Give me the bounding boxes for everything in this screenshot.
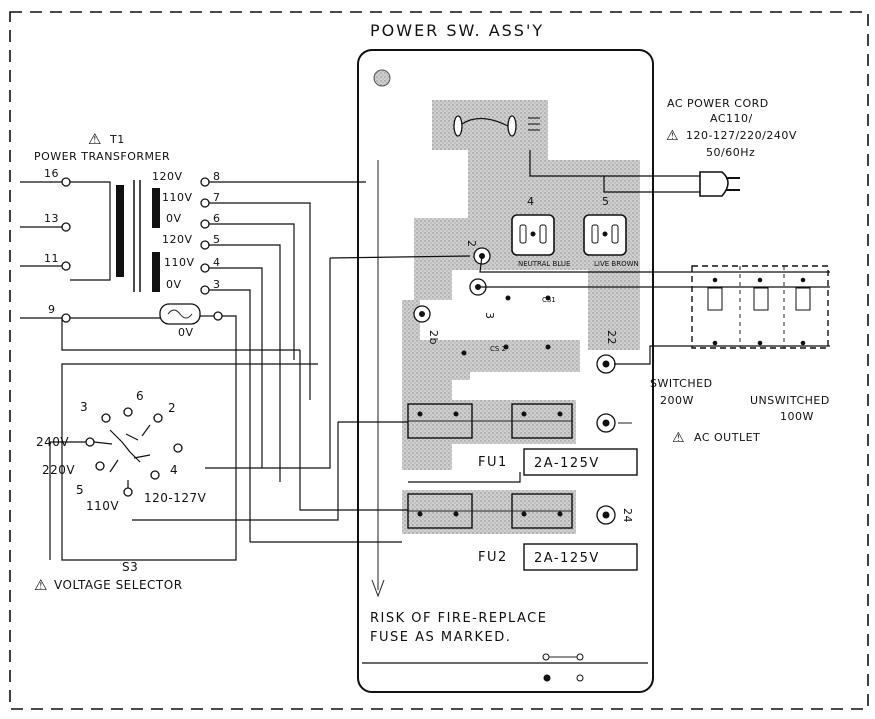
transformer-ref: T1 (109, 133, 125, 146)
terminal-24-label: 24 (621, 508, 634, 523)
primary-pin-11: 11 (44, 252, 59, 265)
power-cord-line-2: AC110/ (710, 112, 753, 125)
wire-fuse-2-in (299, 350, 408, 511)
wire-tap-4 (209, 267, 263, 468)
selector-pos-3: 3 (80, 400, 88, 414)
tap-7-pin: 7 (213, 191, 221, 204)
outer-dashed-border (9, 11, 869, 710)
power-switch-icon (453, 115, 540, 137)
tap-8-pin: 8 (213, 170, 221, 183)
wire-to-terminal-2 (329, 255, 471, 259)
tap-5-voltage: 120V (162, 233, 193, 246)
fuse-holder-1-icon (407, 403, 573, 439)
connector-4-label: 4 (527, 195, 535, 208)
power-cord-line-1: AC POWER CORD (667, 97, 769, 110)
ac-outlet-label: AC OUTLET (694, 431, 760, 444)
selector-warning-triangle-icon: ⚠ (34, 576, 47, 594)
terminal-22-label: 22 (605, 330, 618, 345)
terminal-2-label: 2 (465, 240, 478, 248)
selector-pos-6: 6 (136, 389, 144, 403)
fuse-1-ref: FU1 (478, 455, 508, 470)
switched-label: SWITCHED (650, 377, 713, 390)
selector-name: VOLTAGE SELECTOR (54, 578, 183, 592)
cs1-label: CS1 (542, 296, 556, 304)
tap-5-pin: 5 (213, 233, 221, 246)
switched-rating: 200W (660, 394, 694, 407)
wire-fu1 (408, 472, 521, 483)
fuse-2-rating: 2A-125V (534, 551, 600, 566)
wire-tap-7 (209, 202, 311, 400)
tap-6-voltage: 0V (166, 212, 182, 225)
wire-tap-5 (209, 244, 281, 482)
warning-line-1: RISK OF FIRE-REPLACE (370, 611, 547, 626)
primary-winding (20, 177, 300, 351)
secondary-winding-a (152, 188, 160, 228)
unswitched-rating: 100W (780, 410, 814, 423)
terminal-2b-label: 2b (427, 330, 440, 345)
cord-wire-1 (529, 150, 700, 177)
cord-warning-triangle-icon: ⚠ (666, 128, 679, 144)
fuse-2-ref: FU2 (478, 550, 508, 565)
tap-3-voltage: 0V (166, 278, 182, 291)
selector-pos-4: 4 (170, 463, 178, 477)
outlet-wire-1 (479, 255, 830, 273)
ac-outlet-block (691, 265, 829, 349)
tap-4-voltage: 110V (164, 256, 195, 269)
selector-pos-2: 2 (168, 401, 176, 415)
primary-pin-13: 13 (44, 212, 59, 225)
transformer-name: POWER TRANSFORMER (34, 150, 170, 163)
power-cord-line-3: 120-127/220/240V (686, 129, 797, 142)
connector-5-label: 5 (602, 195, 610, 208)
tap-3-pin: 3 (213, 278, 221, 291)
jumper-icon (542, 653, 584, 682)
warning-arrow-head-icon (371, 579, 385, 598)
thermal-fuse-icon (70, 303, 214, 325)
transformer-warning-triangle-icon: ⚠ (88, 130, 101, 148)
power-switch-board (357, 49, 654, 693)
tap-6-pin: 6 (213, 212, 221, 225)
primary-pin-16: 16 (44, 167, 59, 180)
mounting-hole-icon (373, 69, 391, 87)
wire-tap-3 (209, 289, 251, 542)
warning-line-2: FUSE AS MARKED. (370, 630, 511, 645)
wire-selector-top (61, 363, 318, 390)
secondary-winding-b (152, 252, 160, 292)
selector-120-127v: 120-127V (144, 491, 207, 505)
tap-7-voltage: 110V (162, 191, 193, 204)
power-cord-line-4: 50/60Hz (706, 146, 755, 159)
wire-thermal (61, 315, 237, 561)
selector-110v: 110V (86, 499, 119, 513)
outlet-wire-3 (614, 345, 830, 365)
selector-ref: S3 (122, 560, 138, 574)
ac-plug-icon (699, 171, 740, 197)
fuse-holder-2-icon (407, 493, 573, 529)
selector-pos-5: 5 (76, 483, 84, 497)
unswitched-label: UNSWITCHED (750, 394, 830, 407)
cord-wire-2 (603, 176, 700, 193)
primary-pin-9: 9 (48, 303, 56, 316)
tap-8-voltage: 120V (152, 170, 183, 183)
tap-4-pin: 4 (213, 256, 221, 269)
wire-fuse-1-sel (132, 422, 339, 521)
terminal-3-label: 3 (483, 312, 496, 320)
selector-240v: 240V (36, 435, 69, 449)
cs2-label: CS 2 (490, 345, 506, 353)
fuse-2-rating-box (523, 543, 638, 571)
pcb-copper (402, 100, 640, 534)
thermal-0v-label: 0V (178, 326, 194, 339)
wire-tap-6 (209, 223, 295, 360)
live-connector-icon (583, 214, 627, 256)
assembly-title: POWER SW. ASS'Y (370, 21, 544, 40)
neutral-connector-icon (511, 214, 555, 256)
fuse-1-rating: 2A-125V (534, 456, 600, 471)
selector-220v: 220V (42, 463, 75, 477)
live-brown-label: LIVE BROWN (594, 260, 639, 268)
voltage-selector-switch (49, 407, 183, 560)
fuse-1-rating-box (523, 448, 638, 476)
wire-to-selector (205, 258, 331, 469)
outlet-warning-triangle-icon: ⚠ (672, 430, 685, 446)
neutral-blue-label: NEUTRAL BLUE (518, 260, 570, 268)
